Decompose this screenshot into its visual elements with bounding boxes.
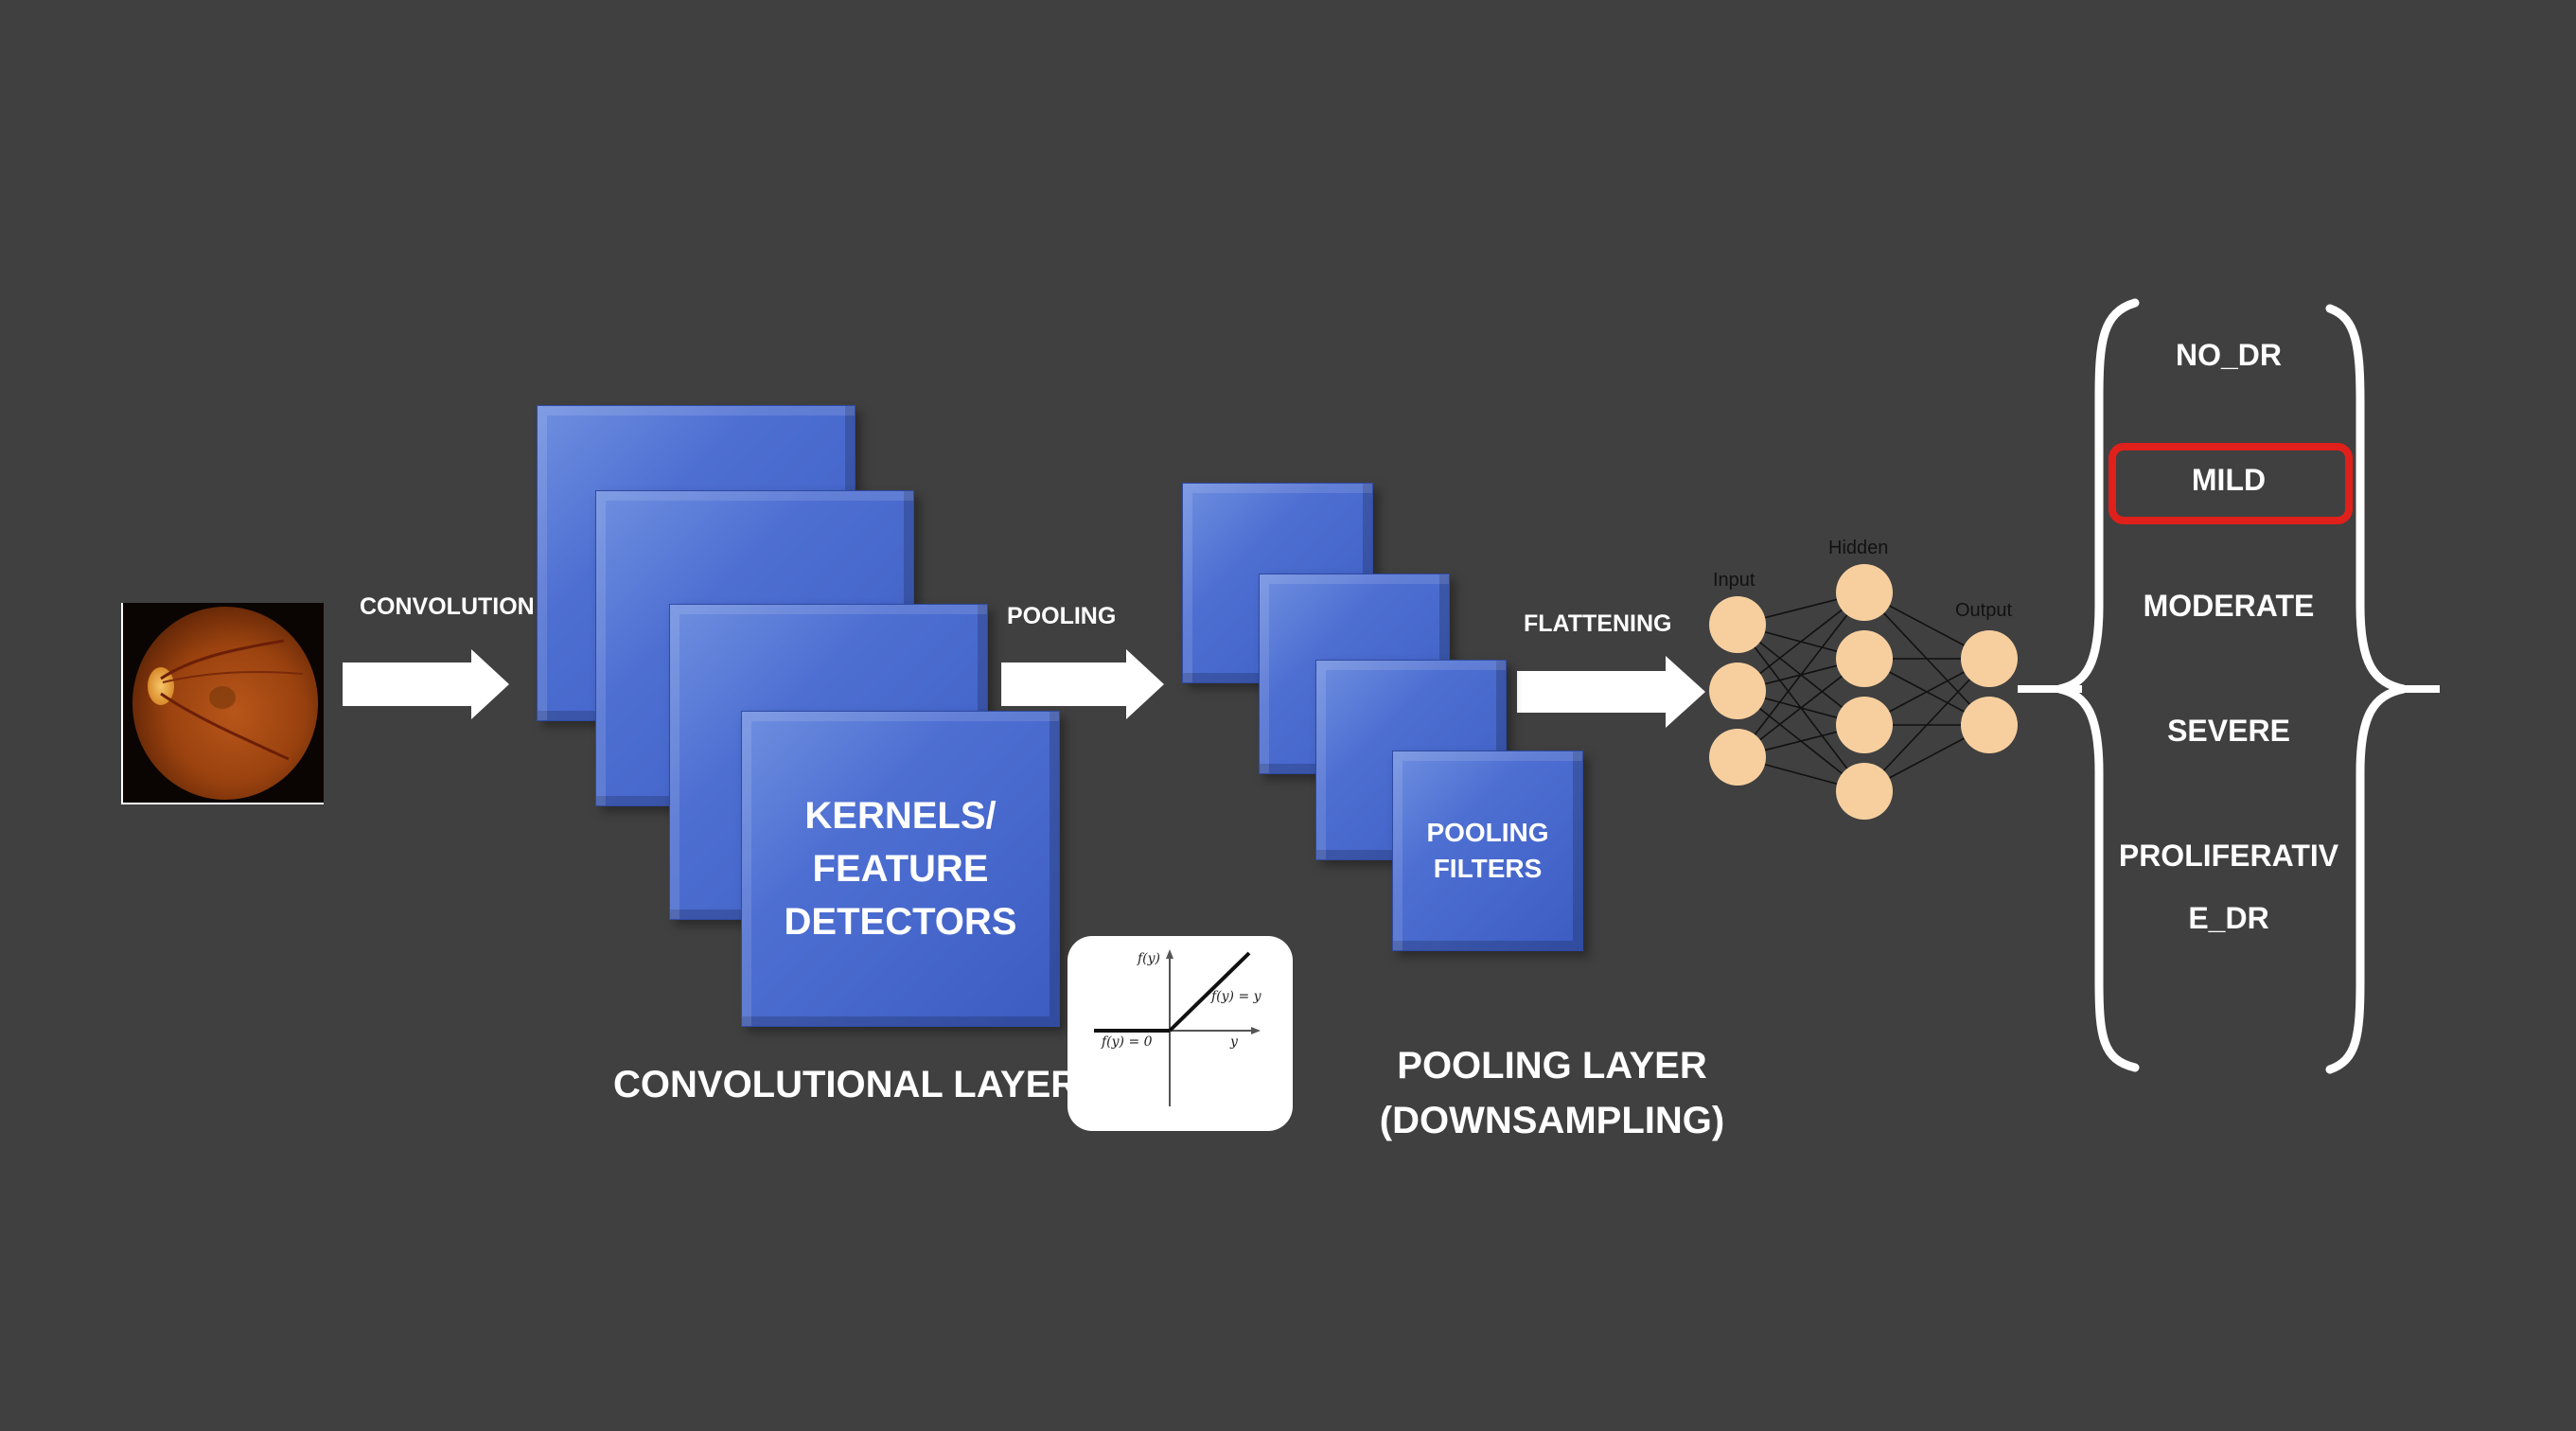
- hidden-node-2: [1836, 630, 1893, 687]
- relu-card: f(y) f(y) = y f(y) = 0 y: [1067, 936, 1293, 1131]
- flattening-arrow: [1517, 656, 1705, 728]
- convolution-arrow: [343, 649, 509, 719]
- input-node-1: [1709, 596, 1766, 653]
- pool-box-text-2: FILTERS: [1433, 854, 1543, 883]
- input-node-2: [1709, 662, 1766, 719]
- hidden-node-3: [1836, 697, 1893, 753]
- pool-layer-label: POOLING LAYER (DOWNSAMPLING): [1325, 1038, 1779, 1148]
- class-no-dr: NO_DR: [2175, 338, 2282, 372]
- relu-axis-x-label: y: [1230, 1034, 1238, 1050]
- mild-highlight: [2108, 443, 2353, 524]
- conv-box-text-3: DETECTORS: [784, 901, 1017, 943]
- relu-graph: [1094, 949, 1261, 1106]
- conv-layer-label: CONVOLUTIONAL LAYER: [613, 1064, 1079, 1105]
- pool-box-filters: POOLING FILTERS: [1392, 751, 1583, 951]
- flattening-label: FLATTENING: [1524, 610, 1672, 637]
- convolution-label: CONVOLUTION: [360, 593, 535, 620]
- output-node-2: [1961, 697, 2018, 753]
- input-layer-label: Input: [1713, 570, 1756, 591]
- relu-right-label: f(y) = y: [1211, 989, 1262, 1004]
- conv-box-text-1: KERNELS/: [804, 795, 997, 837]
- retina-drawing: [132, 607, 318, 800]
- class-severe: SEVERE: [2167, 714, 2290, 748]
- pool-layer-label-2: (DOWNSAMPLING): [1379, 1100, 1725, 1141]
- input-node-3: [1709, 729, 1766, 786]
- relu-left-label: f(y) = 0: [1102, 1034, 1153, 1050]
- pool-layer-label-1: POOLING LAYER: [1397, 1045, 1707, 1086]
- class-moderate: MODERATE: [2143, 589, 2315, 623]
- output-layer-label: Output: [1955, 600, 2013, 621]
- conv-box-kernels: KERNELS/ FEATURE DETECTORS: [741, 711, 1060, 1027]
- retina-image: [121, 603, 324, 804]
- hidden-node-1: [1836, 564, 1893, 621]
- relu-axis-y-label: f(y): [1138, 951, 1161, 966]
- class-proliferative-2: E_DR: [2188, 901, 2269, 935]
- conv-box-text-2: FEATURE: [812, 848, 989, 890]
- right-brace: [2325, 304, 2405, 1074]
- hidden-node-4: [1836, 763, 1893, 820]
- output-node-1: [1961, 630, 2018, 687]
- left-brace: [2057, 298, 2140, 1072]
- pooling-label: POOLING: [1007, 603, 1117, 629]
- pooling-arrow: [1001, 649, 1164, 719]
- class-proliferative-1: PROLIFERATIV: [2118, 839, 2339, 873]
- class-mild: MILD: [2191, 463, 2267, 497]
- pool-box-text-1: POOLING: [1426, 818, 1549, 847]
- hidden-layer-label: Hidden: [1828, 538, 1889, 558]
